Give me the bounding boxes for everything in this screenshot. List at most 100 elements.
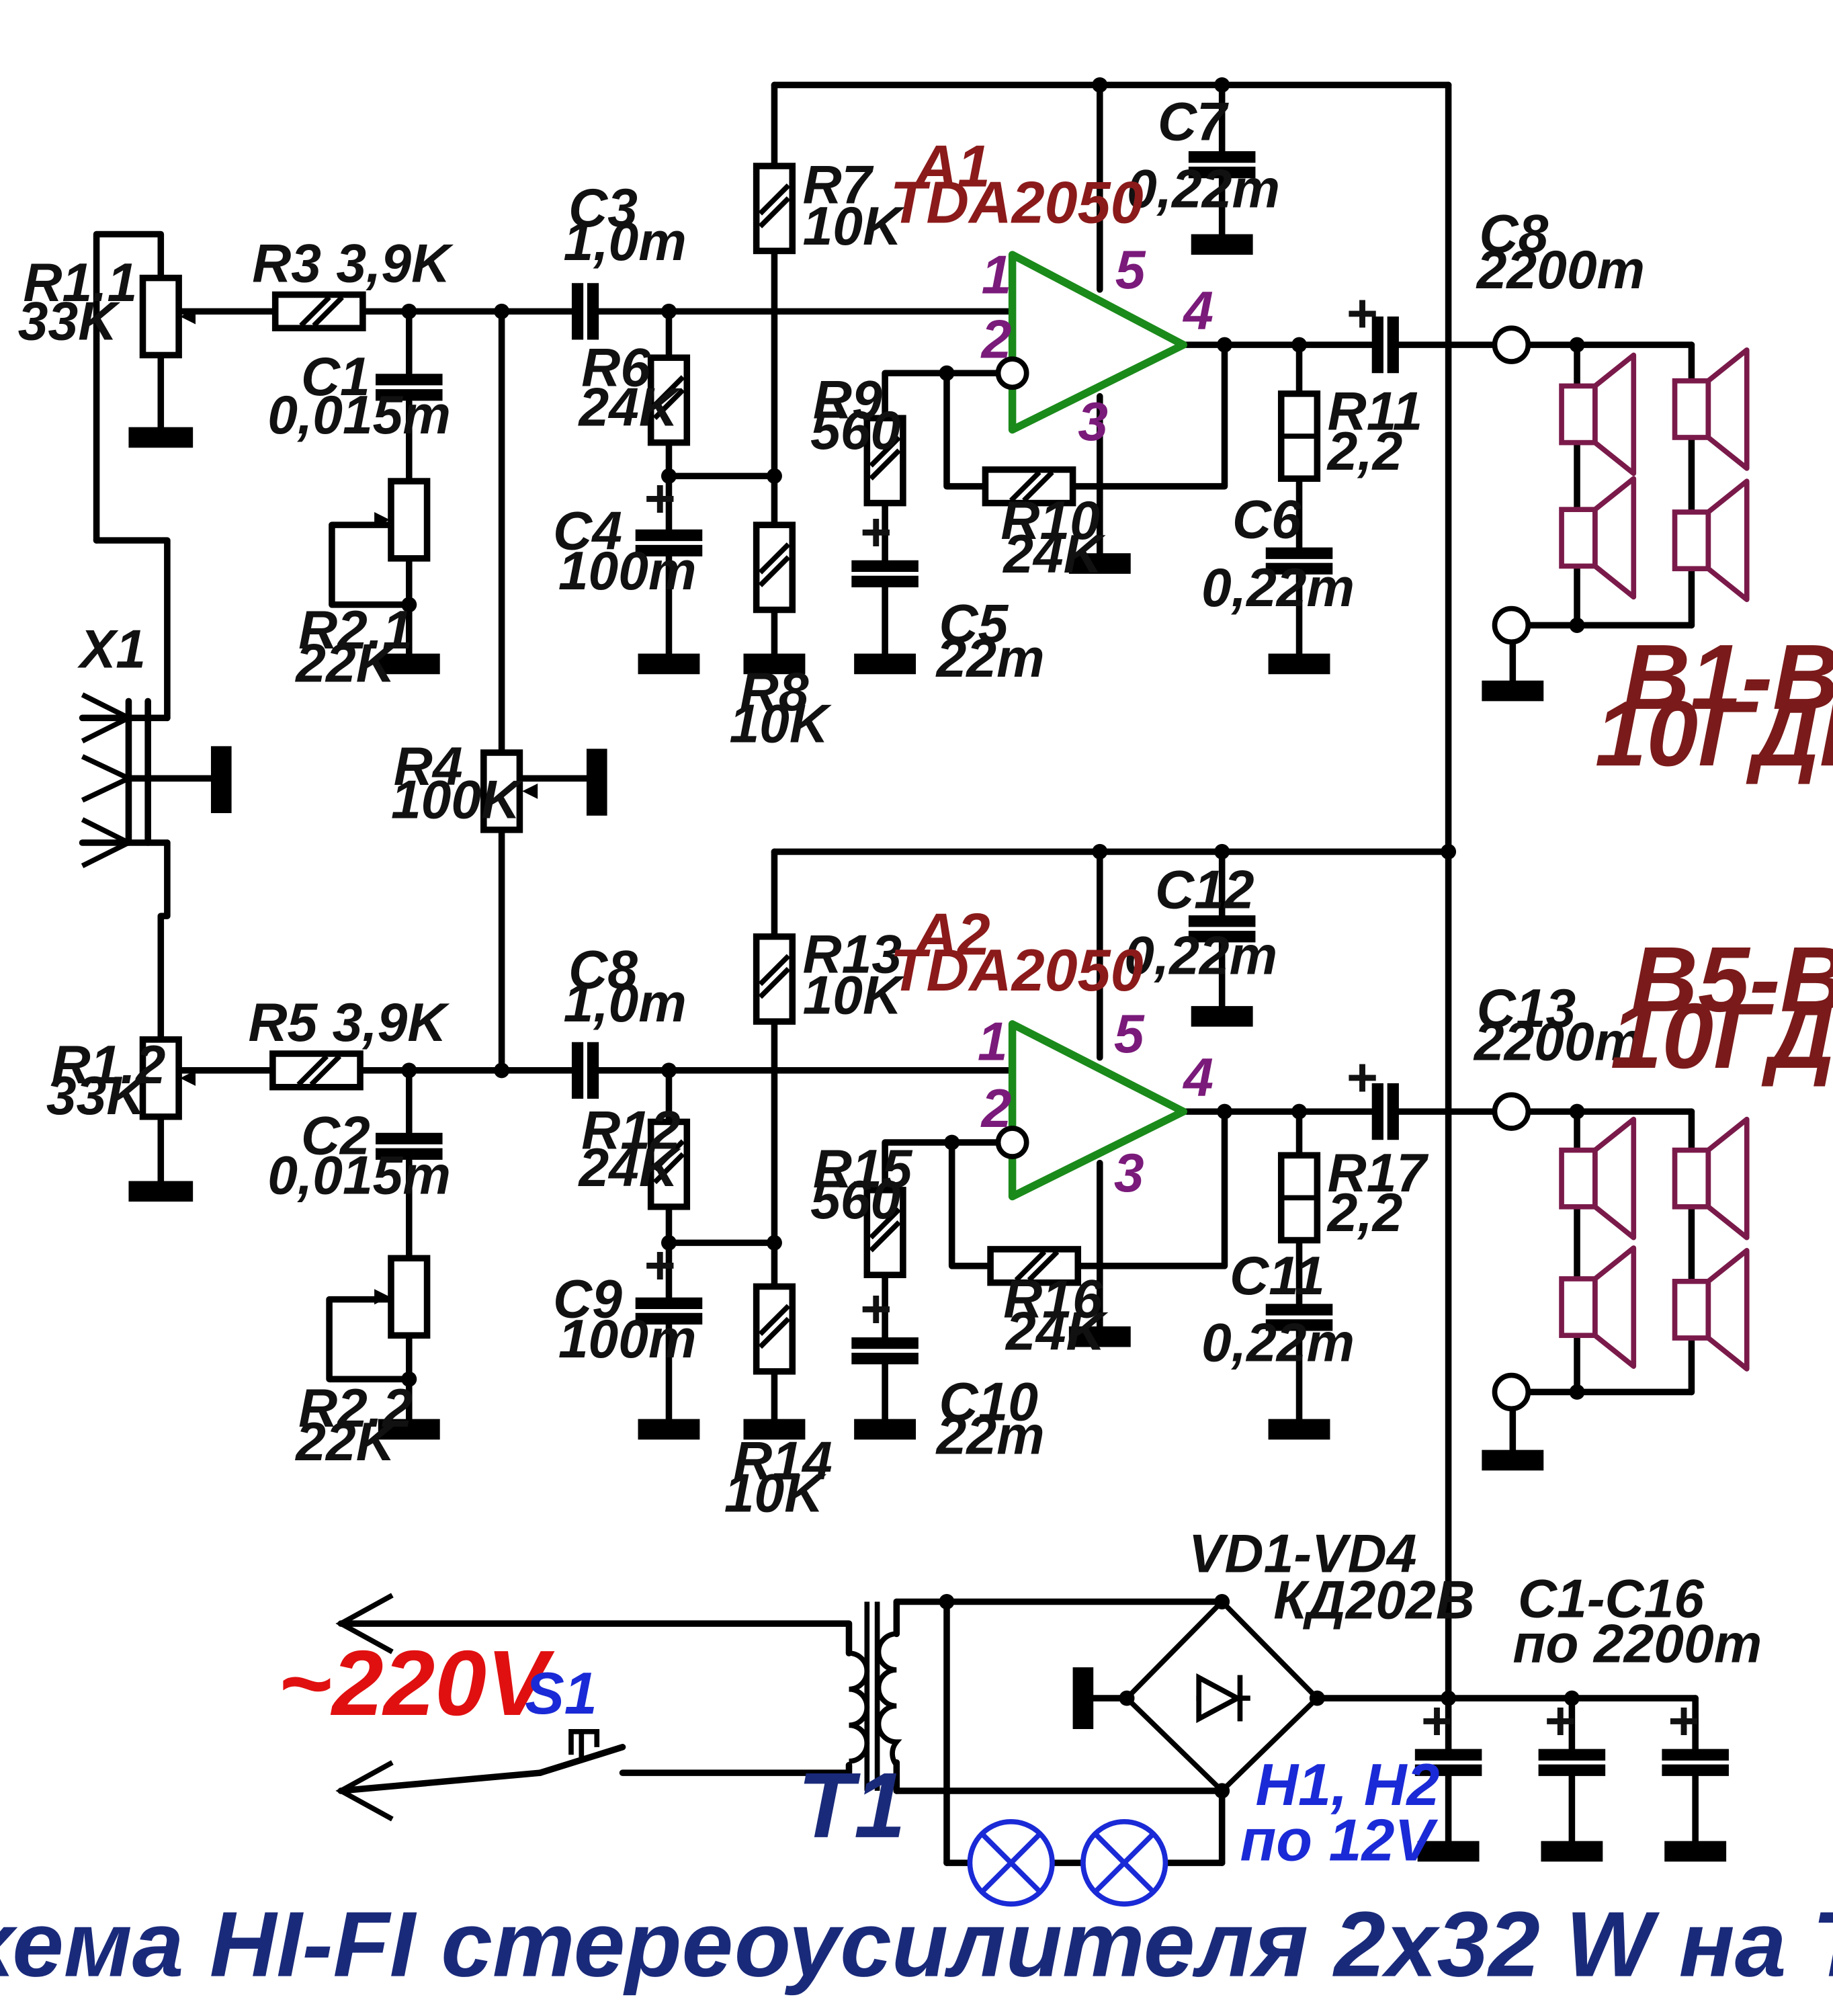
speaker-icon xyxy=(1675,481,1747,599)
speaker-icon xyxy=(1562,1248,1633,1366)
plus-sign-c13: + xyxy=(1345,1048,1377,1108)
label-r16-value: 24K xyxy=(1005,1301,1108,1361)
label-filter-caps-ref: C1-C16 xyxy=(1518,1568,1705,1629)
pin-a1-5: 5 xyxy=(1115,240,1146,300)
label-bridge-type: КД202В xyxy=(1273,1570,1475,1630)
label-filter-caps-value: по 2200m xyxy=(1512,1613,1762,1674)
label-t1: T1 xyxy=(798,1754,906,1857)
plus-sign-c8: + xyxy=(1345,284,1377,344)
resistors xyxy=(142,166,1317,1372)
label-r16-ref: R16 xyxy=(1003,1269,1103,1329)
label-a2-name: TDA2050 xyxy=(890,937,1144,1003)
transformer-icon xyxy=(849,1601,902,1791)
label-r14-value: 10K xyxy=(724,1463,826,1523)
label-c3-ref: C3 xyxy=(568,178,638,239)
label-r2-1-ref: R2.1 xyxy=(298,600,413,661)
label-r17-value: 2,2 xyxy=(1326,1183,1403,1243)
label-c9-value: 100m xyxy=(558,1309,697,1370)
lamps-h1-h2 xyxy=(967,1819,1168,1907)
component-labels: R1.1 33K X1 R1.2 33K R3 3,9K R5 3,9K C1 … xyxy=(18,92,1833,1874)
resistor-r8-icon xyxy=(757,525,793,610)
figure-caption: Рис.1 Схема HI-FI стереоусилителя 2x32 W… xyxy=(0,1893,1833,1997)
label-c7-ref: C7 xyxy=(1158,92,1229,153)
label-r1-2-ref: R1.2 xyxy=(52,1035,166,1095)
label-c12-ref: C12 xyxy=(1155,860,1254,921)
speakers-b5-b8 xyxy=(1562,1120,1747,1369)
label-c7-value: 0,22m xyxy=(1127,159,1280,219)
label-c10-value: 22m xyxy=(935,1405,1045,1466)
label-r1-1-value: 33K xyxy=(18,291,120,351)
label-r1-1-ref: R1.1 xyxy=(23,253,137,313)
pin-a1-3: 3 xyxy=(1078,392,1108,452)
resistor-r13-icon xyxy=(757,937,793,1021)
opamp-a2-icon xyxy=(995,1020,1187,1201)
label-r12-value: 24K xyxy=(577,1138,681,1198)
label-r14-ref: R14 xyxy=(733,1431,832,1492)
label-r1-2-value: 33K xyxy=(46,1066,148,1126)
label-c1-value: 0,015m xyxy=(267,385,451,446)
resistor-r5-icon xyxy=(273,1054,360,1087)
label-r9-ref: R9 xyxy=(813,370,882,430)
capacitor-c5-icon xyxy=(851,566,919,581)
potentiometer-r2-1-icon xyxy=(374,481,427,558)
label-r8-ref: R8 xyxy=(740,662,809,722)
label-r6-ref: R6 xyxy=(581,337,651,398)
label-r9-value: 560 xyxy=(810,401,900,461)
label-c6-value: 0,22m xyxy=(1201,558,1355,618)
label-r10-ref: R10 xyxy=(1000,491,1099,551)
plus-sign-filter-3: + xyxy=(1667,1691,1699,1751)
capacitor-c8-output-icon xyxy=(1377,317,1393,373)
capacitor-c8-input-icon xyxy=(578,1042,593,1099)
label-r17-ref: R17 xyxy=(1328,1143,1429,1204)
plus-sign-c9: + xyxy=(643,1236,675,1296)
label-c2-ref: C2 xyxy=(301,1105,370,1166)
plus-sign-filter-2: + xyxy=(1543,1691,1575,1751)
plus-sign-c10: + xyxy=(859,1279,891,1340)
label-c8-input-ref: C8 xyxy=(568,939,638,1000)
speaker-icon xyxy=(1562,478,1633,597)
label-c13-value: 2200m xyxy=(1473,1012,1642,1073)
resistor-r3-icon xyxy=(275,294,363,328)
label-r7-ref: R7 xyxy=(803,155,874,216)
pin-a2-3: 3 xyxy=(1114,1143,1144,1204)
output-terminals xyxy=(1492,325,1531,1412)
label-c12-value: 0,22m xyxy=(1124,925,1277,986)
label-c8-output-ref: C8 xyxy=(1480,204,1549,264)
label-r13-value: 10K xyxy=(803,966,905,1026)
speaker-icon xyxy=(1562,1120,1633,1238)
label-r2-2-ref: R2.2 xyxy=(298,1378,413,1439)
label-a2-ref: A2 xyxy=(913,901,990,968)
pin-a1-4: 4 xyxy=(1182,281,1213,341)
pin-a2-2: 2 xyxy=(980,1079,1012,1139)
label-r7-value: 10K xyxy=(803,196,905,257)
plus-sign-c5: + xyxy=(859,502,891,562)
label-r3: R3 3,9K xyxy=(252,233,454,294)
pin-a2-1: 1 xyxy=(978,1012,1008,1073)
mains-arrows xyxy=(335,1593,394,1822)
capacitor-c10-icon xyxy=(851,1343,919,1359)
speaker-icon xyxy=(1675,1251,1747,1369)
label-r11-ref: R11 xyxy=(1328,381,1423,442)
switch-s1-icon xyxy=(568,1729,600,1758)
label-r12-ref: R12 xyxy=(581,1101,680,1161)
wiring xyxy=(79,81,1699,1866)
label-a1-ref: A1 xyxy=(913,133,990,200)
label-c8-input-value: 1,0m xyxy=(564,973,687,1034)
pin-a1-1: 1 xyxy=(982,245,1012,306)
label-speakers-type-2: 10ГДШ-2 xyxy=(1611,984,1833,1088)
speaker-icon xyxy=(1562,355,1633,473)
label-r13-ref: R13 xyxy=(803,924,902,984)
arrow-icon xyxy=(335,1760,394,1822)
potentiometer-r1-1-icon xyxy=(142,278,195,355)
label-c1-ref: C1 xyxy=(301,347,370,407)
label-r11-value: 2,2 xyxy=(1326,421,1403,482)
pin-a1-2: 2 xyxy=(980,309,1012,370)
label-c13-ref: C13 xyxy=(1477,978,1576,1039)
resistor-r14-icon xyxy=(757,1286,793,1371)
label-s1: S1 xyxy=(525,1660,597,1726)
label-r4-value: 100K xyxy=(391,770,523,831)
label-r15-value: 560 xyxy=(810,1170,900,1230)
potentiometer-r2-2-icon xyxy=(374,1258,427,1335)
capacitor-filter-3-icon xyxy=(1662,1755,1729,1770)
